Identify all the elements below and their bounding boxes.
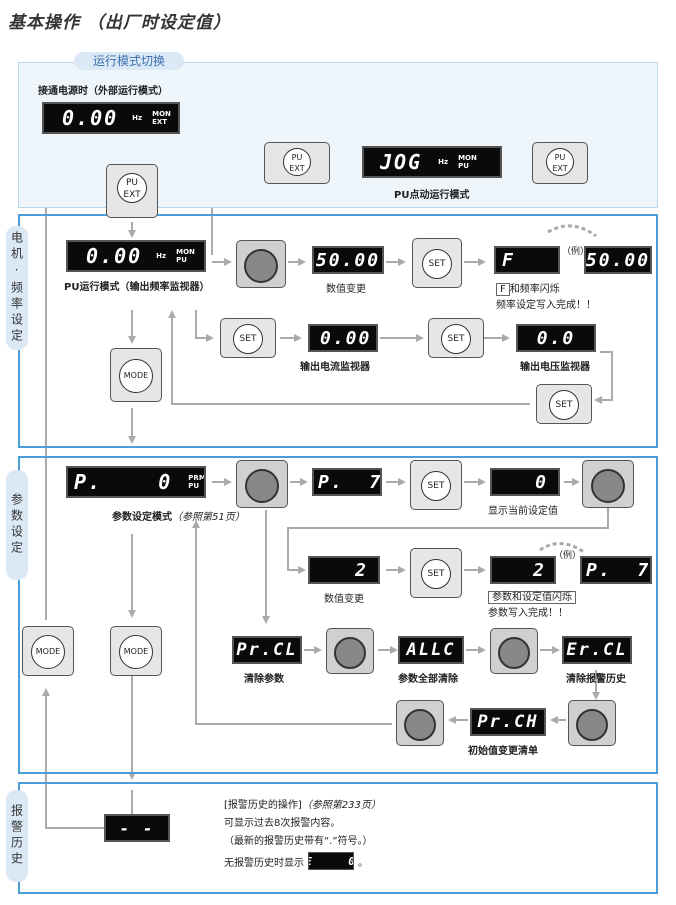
pu-jog-label: PU点动运行模式: [394, 190, 470, 201]
display-p79-b: P. 79: [580, 556, 652, 584]
mode-key-3[interactable]: MODE: [22, 626, 74, 676]
clear-all-label: 参数全部清除: [398, 674, 458, 685]
dial-knob-6[interactable]: [568, 700, 616, 746]
dial-knob-3[interactable]: [582, 460, 634, 508]
power-on-label: 接通电源时（外部运行模式）: [38, 86, 168, 97]
value-change-label-1: 数值变更: [326, 284, 366, 295]
value-change-label-2: 数值变更: [324, 594, 364, 605]
display-f: F: [494, 246, 560, 274]
alarm-line-3: 无报警历史时显示 E 0 。: [224, 852, 368, 870]
display-two-b: 2: [490, 556, 556, 584]
clear-param-label: 清除参数: [244, 674, 284, 685]
freq-written-label: 频率设定写入完成！！: [496, 300, 596, 311]
set-key-1[interactable]: SET: [412, 238, 462, 288]
show-current-label: 显示当前设定值: [488, 506, 558, 517]
motor-freq-tab: 电机·频率设定: [6, 226, 28, 350]
page-title: 基本操作 （出厂时设定值）: [8, 13, 231, 33]
dial-knob-2[interactable]: [236, 460, 288, 508]
alarm-op-label: [报警历史的操作]（参照第233页）: [224, 800, 381, 811]
display-two: 2: [308, 556, 380, 584]
display-prch: Pr.CH: [470, 708, 546, 736]
display-50: 50.00: [312, 246, 384, 274]
display-ercl: Er.CL: [562, 636, 632, 664]
set-key-4[interactable]: SET: [536, 384, 592, 424]
display-error: E - - -: [104, 814, 170, 842]
set-key-5[interactable]: SET: [410, 460, 462, 510]
dial-knob-5[interactable]: [490, 628, 538, 674]
display-50-b: 50.00: [584, 246, 652, 274]
param-region: [18, 456, 658, 774]
dial-knob-7[interactable]: [396, 700, 444, 746]
param-written-label: 参数写入完成！！: [488, 608, 568, 619]
clear-alarm-label: 清除报警历史: [566, 674, 626, 685]
init-list-label: 初始值变更清单: [468, 746, 538, 757]
display-zero: 0: [490, 468, 560, 496]
alarm-tab: 报警历史: [6, 790, 28, 882]
dial-knob-4[interactable]: [326, 628, 374, 674]
param-tab: 参数设定: [6, 470, 28, 580]
set-key-6[interactable]: SET: [410, 548, 462, 598]
dial-knob-1[interactable]: [236, 240, 286, 288]
display-error-small: E 0: [308, 852, 354, 870]
display-current: 0.00 A: [308, 324, 378, 352]
set-key-2[interactable]: SET: [220, 318, 276, 358]
alarm-line-2: （最新的报警历史带有“.”符号。）: [224, 836, 373, 847]
mode-key-1[interactable]: MODE: [110, 348, 162, 402]
example-label-1: （例）: [562, 247, 590, 257]
mode-key-2[interactable]: MODE: [110, 626, 162, 676]
display-allc: ALLC: [398, 636, 464, 664]
alarm-line-1: 可显示过去8次报警内容。: [224, 818, 341, 829]
current-monitor-label: 输出电流监视器: [300, 362, 370, 373]
example-label-2: （例）: [554, 551, 582, 561]
voltage-monitor-label: 输出电压监视器: [520, 362, 590, 373]
param-mode-label: 参数设定模式（参照第51页）: [112, 512, 245, 523]
mode-switch-tab: 运行模式切换: [74, 52, 184, 70]
display-p79: P. 79: [312, 468, 382, 496]
display-prcl: Pr.CL: [232, 636, 302, 664]
set-key-3[interactable]: SET: [428, 318, 484, 358]
param-blink-note: 参数和设定值闪烁: [488, 588, 576, 604]
pu-run-label: PU运行模式（输出频率监视器）: [64, 282, 210, 293]
display-voltage: 0.0: [516, 324, 596, 352]
